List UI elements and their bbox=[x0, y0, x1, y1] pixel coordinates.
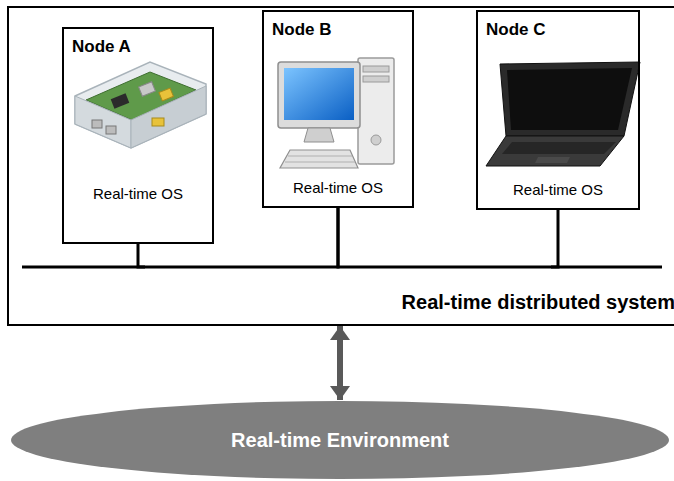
environment-label: Real-time Environment bbox=[231, 429, 449, 452]
environment-ellipse: Real-time Environment bbox=[10, 400, 670, 480]
bus-connector bbox=[338, 208, 558, 267]
laptop-icon bbox=[486, 62, 640, 166]
system-title: Real-time distributed system bbox=[402, 291, 674, 314]
node-heading: Node B bbox=[272, 20, 332, 40]
os-label: Real-time OS bbox=[293, 179, 383, 196]
double-arrow bbox=[337, 326, 343, 400]
bus-line bbox=[551, 266, 662, 269]
node-heading: Node A bbox=[72, 37, 131, 57]
bus-line bbox=[22, 266, 145, 269]
os-label: Real-time OS bbox=[513, 181, 603, 198]
desktop-computer-icon bbox=[278, 58, 394, 168]
system-boundary: Node AReal-time OSNode BReal-time OSNode… bbox=[7, 6, 674, 326]
node-box: Node B Real-time OS bbox=[262, 10, 414, 208]
node-heading: Node C bbox=[486, 20, 546, 40]
node-box: Node C Real-time OS bbox=[476, 10, 640, 210]
raspberry-pi-icon bbox=[75, 62, 206, 148]
node-box: Node A Real-time OS bbox=[62, 27, 214, 244]
ellipse-fill bbox=[11, 401, 669, 479]
bus-connector bbox=[138, 208, 338, 267]
os-label: Real-time OS bbox=[93, 185, 183, 202]
